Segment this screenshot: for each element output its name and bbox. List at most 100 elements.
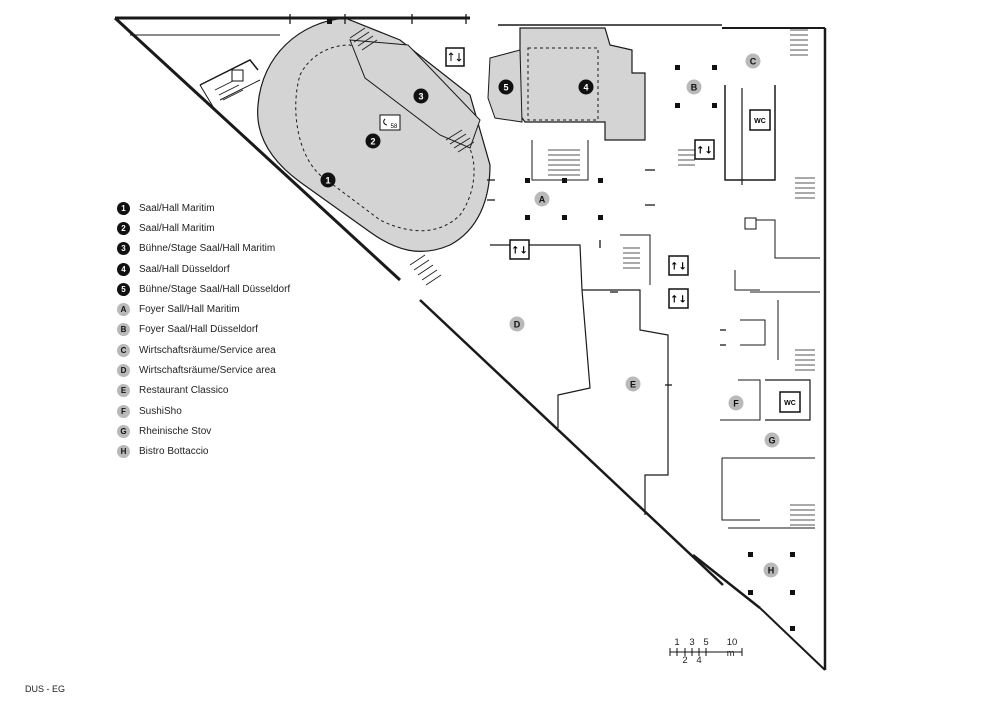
plan-marker-2[interactable]: 2: [365, 133, 381, 149]
legend-item-3[interactable]: 3 Bühne/Stage Saal/Hall Maritim: [117, 239, 290, 259]
stair-1: [349, 27, 378, 51]
plan-marker-1[interactable]: 1: [320, 172, 336, 188]
legend-label: Restaurant Classico: [139, 385, 229, 397]
legend-marker: C: [117, 343, 130, 357]
svg-text:A: A: [539, 195, 546, 205]
stair-6: [790, 29, 808, 56]
stair-5: [623, 247, 640, 269]
legend-label: Bistro Bottaccio: [139, 446, 209, 458]
scale-label: 3: [689, 637, 695, 648]
svg-text:4: 4: [583, 83, 588, 93]
legend-item-d[interactable]: D Wirtschaftsräume/Service area: [117, 360, 290, 380]
svg-text:5: 5: [503, 83, 508, 93]
plan-id: DUS - EG: [25, 684, 66, 694]
legend-marker: 4: [117, 262, 130, 276]
legend-label: Bühne/Stage Saal/Hall Düsseldorf: [139, 283, 291, 295]
legend-label: Rheinische Stov: [139, 425, 212, 437]
stairs: [214, 27, 815, 526]
stair-3: [409, 254, 442, 286]
svg-text:↑↓: ↑↓: [670, 295, 687, 306]
stair-10: [678, 149, 695, 166]
svg-text:↑↓: ↑↓: [511, 246, 528, 257]
svg-text:↑↓: ↑↓: [670, 262, 687, 273]
legend-marker: H: [117, 445, 130, 459]
legend-item-5[interactable]: 5 Bühne/Stage Saal/Hall Düsseldorf: [117, 279, 290, 299]
legend-marker: 2: [117, 221, 130, 235]
legend-label: Foyer Sall/Hall Maritim: [139, 304, 240, 316]
legend-item-1[interactable]: 1 Saal/Hall Maritim: [117, 198, 290, 218]
elevator-icon: ↑↓: [509, 239, 530, 260]
legend-item-4[interactable]: 4 Saal/Hall Düsseldorf: [117, 259, 290, 279]
scale-label: 4: [696, 655, 702, 666]
plan-marker-e[interactable]: E: [625, 376, 641, 392]
legend-label: Saal/Hall Düsseldorf: [139, 263, 230, 275]
plan-marker-f[interactable]: F: [728, 395, 744, 411]
legend-label: Bühne/Stage Saal/Hall Maritim: [139, 243, 276, 255]
stair-11: [214, 79, 244, 101]
plan-marker-5[interactable]: 5: [498, 79, 514, 95]
legend-item-g[interactable]: G Rheinische Stov: [117, 421, 290, 441]
legend-item-e[interactable]: E Restaurant Classico: [117, 381, 290, 401]
legend-item-b[interactable]: B Foyer Saal/Hall Düsseldorf: [117, 320, 290, 340]
wardrobe-icon: 58: [379, 114, 401, 131]
stair-4: [548, 149, 580, 176]
legend-marker: E: [117, 384, 130, 398]
plan-marker-4[interactable]: 4: [578, 79, 594, 95]
legend-item-f[interactable]: F SushiSho: [117, 401, 290, 421]
svg-text:C: C: [750, 57, 757, 67]
plan-marker-h[interactable]: H: [763, 562, 779, 578]
legend-marker: D: [117, 364, 130, 378]
elevator-icon: ↑↓: [694, 139, 715, 160]
legend-marker: B: [117, 323, 130, 337]
legend-label: Wirtschaftsräume/Service area: [139, 365, 276, 377]
legend-item-a[interactable]: A Foyer Sall/Hall Maritim: [117, 299, 290, 319]
svg-text:↑↓: ↑↓: [696, 146, 713, 157]
legend-item-c[interactable]: C Wirtschaftsräume/Service area: [117, 340, 290, 360]
scale-label: 2: [682, 655, 688, 666]
elevator-icon: ↑↓: [668, 255, 689, 276]
svg-text:E: E: [630, 380, 636, 390]
lift-icon: [231, 69, 244, 82]
hall-duesseldorf-inner: [527, 47, 599, 121]
stair-7: [795, 177, 815, 199]
plan-marker-a[interactable]: A: [534, 191, 550, 207]
plan-marker-b[interactable]: B: [686, 79, 702, 95]
svg-text:2: 2: [370, 137, 375, 147]
legend-marker: 5: [117, 282, 130, 296]
legend-label: Foyer Saal/Hall Düsseldorf: [139, 324, 258, 336]
columns: [327, 19, 795, 631]
stair-9: [790, 504, 815, 526]
svg-text:WC: WC: [754, 118, 766, 125]
wc-icon: WC: [749, 109, 771, 131]
svg-text:1: 1: [325, 176, 330, 186]
wc-icon: WC: [779, 391, 801, 413]
door-marks: [289, 14, 726, 386]
legend-marker: F: [117, 404, 130, 418]
legend-marker: G: [117, 424, 130, 438]
lift-icon: [445, 47, 465, 67]
svg-text:F: F: [733, 399, 739, 409]
legend-item-h[interactable]: H Bistro Bottaccio: [117, 442, 290, 462]
lift-icon: [744, 217, 757, 230]
plan-marker-g[interactable]: G: [764, 432, 780, 448]
legend: 1 Saal/Hall Maritim 2 Saal/Hall Maritim …: [117, 198, 290, 462]
plan-marker-d[interactable]: D: [509, 316, 525, 332]
legend-label: Saal/Hall Maritim: [139, 202, 215, 214]
elevator-icon: ↑↓: [668, 288, 689, 309]
svg-text:3: 3: [418, 92, 423, 102]
plan-marker-3[interactable]: 3: [413, 88, 429, 104]
stair-2: [445, 129, 475, 153]
stair-8: [795, 349, 815, 371]
svg-text:58: 58: [391, 124, 398, 130]
scale-label: 5: [703, 637, 709, 648]
legend-label: Saal/Hall Maritim: [139, 222, 215, 234]
svg-text:D: D: [514, 320, 521, 330]
legend-label: SushiSho: [139, 405, 182, 417]
building-walls: [113, 16, 827, 671]
plan-marker-c[interactable]: C: [745, 53, 761, 69]
scale-label: 10 m: [726, 637, 738, 659]
svg-text:H: H: [768, 566, 775, 576]
scale-label: 1: [674, 637, 680, 648]
legend-item-2[interactable]: 2 Saal/Hall Maritim: [117, 218, 290, 238]
